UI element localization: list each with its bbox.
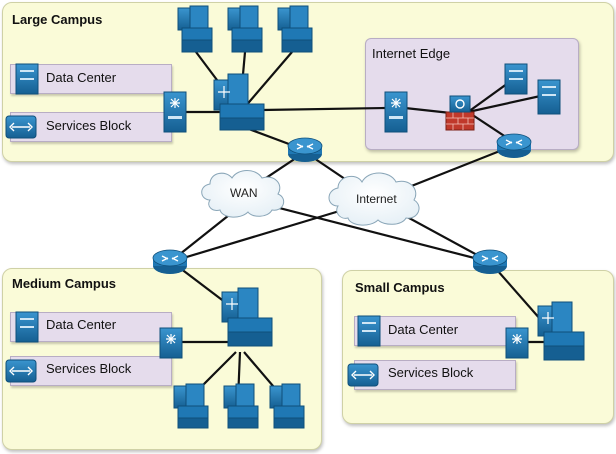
medium-services-block <box>10 356 172 386</box>
large-data-center-label: Data Center <box>46 70 117 85</box>
router-icon <box>496 133 532 158</box>
server-icon <box>537 79 561 115</box>
access-switch-stack-icon <box>269 383 305 429</box>
services-appliance-icon <box>347 363 379 387</box>
server-icon <box>15 311 39 343</box>
small-services-block-label: Services Block <box>388 365 474 380</box>
wan-cloud <box>201 170 285 218</box>
switch-icon <box>163 91 187 133</box>
internet-edge-title: Internet Edge <box>372 46 451 61</box>
core-switch-stack-icon <box>537 301 585 361</box>
distribution-switch-stack-icon <box>177 5 213 53</box>
small-services-block <box>354 360 516 390</box>
medium-data-center-label: Data Center <box>46 317 117 332</box>
switch-icon <box>505 327 529 359</box>
link-wan-to-small-router <box>247 198 491 264</box>
core-switch-stack-icon <box>221 287 273 347</box>
access-switch-stack-icon <box>223 383 259 429</box>
switch-icon <box>159 327 183 359</box>
services-appliance-icon <box>5 115 37 139</box>
router-icon <box>472 249 508 274</box>
server-icon <box>504 63 528 95</box>
router-icon <box>152 249 188 274</box>
internet-cloud <box>328 172 420 226</box>
large-campus-title: Large Campus <box>12 12 103 27</box>
medium-campus-title: Medium Campus <box>12 276 117 291</box>
server-icon <box>15 63 39 95</box>
link-core-to-edge <box>261 106 386 112</box>
switch-icon <box>384 91 408 133</box>
core-switch-stack-icon <box>213 73 265 131</box>
large-services-block <box>10 112 172 142</box>
medium-services-block-label: Services Block <box>46 361 132 376</box>
firewall-icon <box>445 95 475 131</box>
distribution-switch-stack-icon <box>277 5 313 53</box>
server-icon <box>357 315 381 347</box>
small-data-center-block <box>354 316 516 346</box>
wan-cloud-label: WAN <box>230 186 258 200</box>
router-icon <box>287 137 323 162</box>
distribution-switch-stack-icon <box>227 5 263 53</box>
link-firewall-to-server-2 <box>467 93 546 114</box>
access-switch-stack-icon <box>173 383 209 429</box>
link-core-to-dist-3 <box>243 51 293 109</box>
small-campus-title: Small Campus <box>355 280 445 295</box>
small-data-center-label: Data Center <box>388 322 459 337</box>
internet-cloud-label: Internet <box>356 192 397 206</box>
large-services-block-label: Services Block <box>46 118 132 133</box>
services-appliance-icon <box>5 359 37 383</box>
